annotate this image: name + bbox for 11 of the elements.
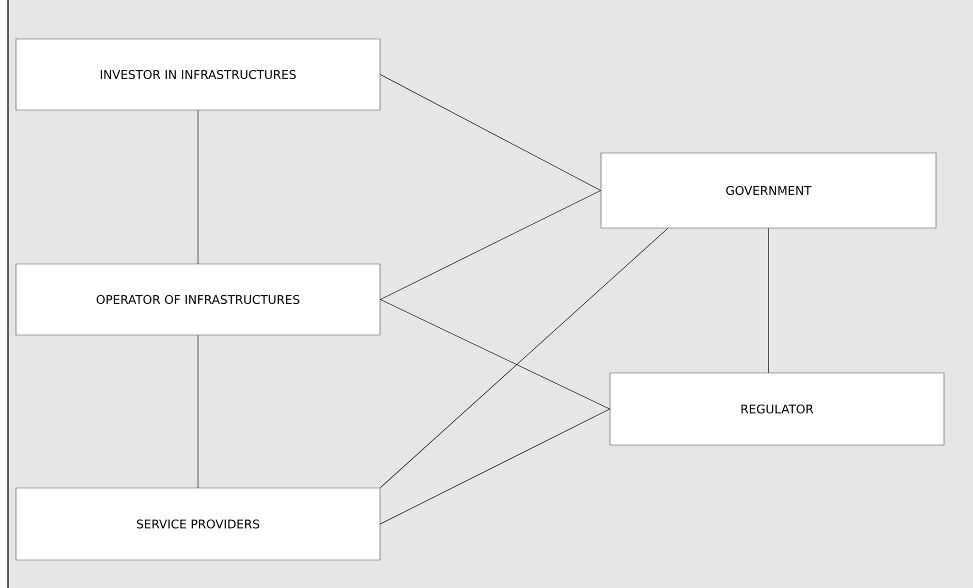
connector-line (380, 190, 601, 300)
box: REGULATOR (610, 372, 944, 446)
connector-line (380, 408, 610, 524)
connector-line (380, 299, 610, 410)
box: SERVICE PROVIDERS (16, 488, 380, 560)
connector-line (768, 228, 769, 373)
box: INVESTOR IN INFRASTRUCTURES (16, 38, 380, 110)
connector-line (380, 74, 601, 191)
connector-line (380, 228, 668, 488)
box: OPERATOR OF INFRASTRUCTURES (16, 264, 380, 336)
box: GOVERNMENT (600, 152, 936, 228)
